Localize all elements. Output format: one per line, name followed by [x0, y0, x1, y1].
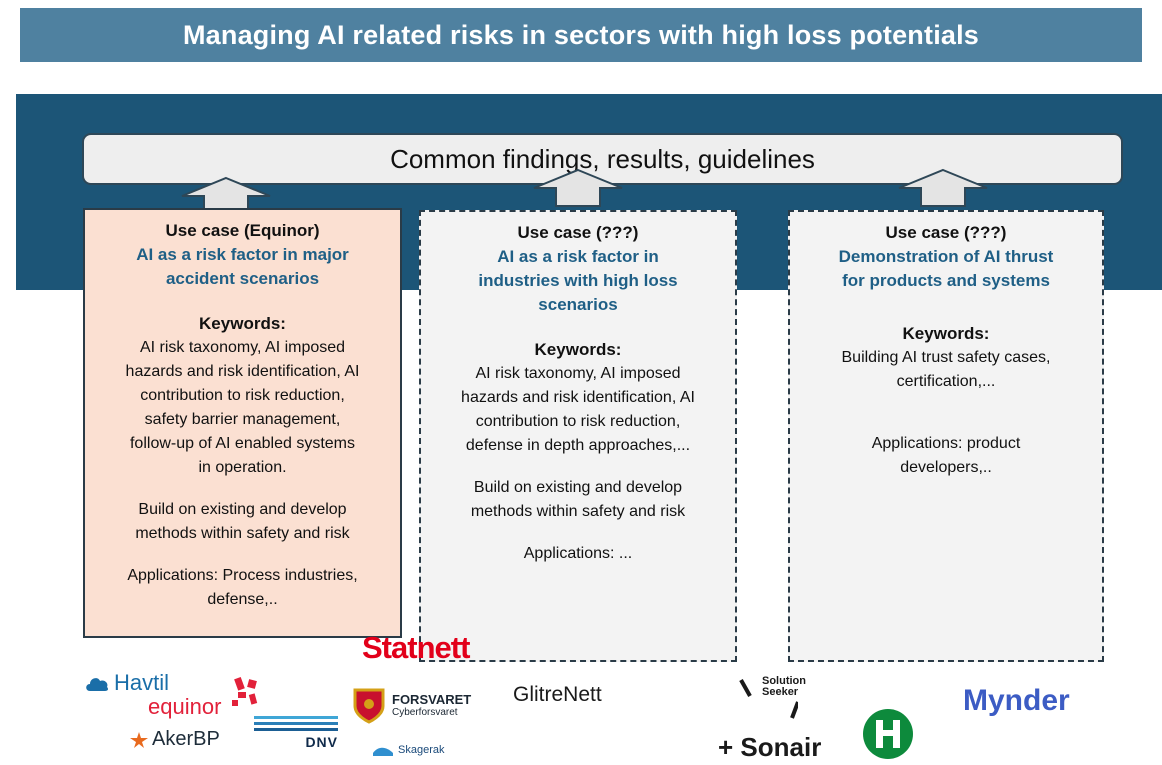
- keywords-line: AI risk taxonomy, AI imposed: [139, 339, 346, 356]
- build-line: methods within safety and risk: [135, 525, 350, 542]
- keywords-line: certification,...: [896, 373, 996, 390]
- keywords-text: AI risk taxonomy, AI imposed hazards and…: [421, 362, 735, 458]
- mynder-logo-text: Mynder: [963, 684, 1070, 717]
- subtitle-line: AI as a risk factor in: [497, 247, 659, 266]
- seeker-logo-text: Seeker: [762, 686, 799, 698]
- green-h-logo-icon: [862, 708, 914, 760]
- keywords-line: contribution to risk reduction,: [475, 413, 681, 430]
- keywords-line: follow-up of AI enabled systems: [129, 435, 355, 452]
- glitrenett-logo: GlitreNett: [513, 683, 602, 707]
- solution-logo-text: Solution: [762, 675, 806, 687]
- subtitle-line: industries with high loss: [478, 271, 678, 290]
- subtitle-line: Demonstration of AI thrust: [838, 247, 1054, 266]
- skagerak-logo-text: Skagerak: [398, 744, 445, 756]
- use-case-industries: Use case (???) AI as a risk factor in in…: [419, 210, 737, 662]
- havtil-logo-text: Havtil: [114, 670, 170, 695]
- subtitle-line: for products and systems: [842, 271, 1050, 290]
- dnv-logo: DNV: [254, 716, 338, 750]
- build-text: Build on existing and develop methods wi…: [85, 498, 400, 546]
- keywords-line: hazards and risk identification, AI: [125, 363, 360, 380]
- akerbp-logo: AkerBP: [130, 728, 220, 751]
- cloud-icon: [86, 678, 109, 691]
- sonair-logo: + Sonair: [718, 732, 821, 763]
- applications-text: Applications: product developers,..: [790, 432, 1102, 480]
- wave-icon: [373, 747, 393, 756]
- keywords-title: Keywords:: [902, 324, 990, 343]
- dnv-lines-icon: [254, 716, 338, 731]
- crest-icon: [353, 688, 385, 724]
- keywords-line: Building AI trust safety cases,: [841, 349, 1051, 366]
- use-case-demonstration: Use case (???) Demonstration of AI thrus…: [788, 210, 1104, 662]
- title-banner: Managing AI related risks in sectors wit…: [20, 8, 1142, 62]
- keywords-line: defense in depth approaches,...: [465, 437, 691, 454]
- keywords-line: AI risk taxonomy, AI imposed: [475, 365, 681, 382]
- up-arrow-icon: [533, 168, 623, 207]
- applications-text: Applications: Process industries, defens…: [85, 564, 400, 612]
- build-line: Build on existing and develop: [138, 501, 347, 518]
- dnv-logo-text: DNV: [305, 734, 338, 750]
- keywords-line: in operation.: [198, 459, 287, 476]
- slash-icon: [739, 679, 798, 719]
- use-case-subtitle: Demonstration of AI thrust for products …: [790, 245, 1102, 293]
- keywords-line: contribution to risk reduction,: [140, 387, 345, 404]
- cyberforsvaret-logo-text: Cyberforsvaret: [392, 707, 458, 718]
- keywords-title: Keywords:: [534, 340, 622, 359]
- statnett-logo: Statnett: [362, 630, 470, 666]
- equinor-logo: equinor: [148, 676, 258, 720]
- build-text: Build on existing and develop methods wi…: [421, 476, 735, 524]
- glitrenett-logo-text: GlitreNett: [513, 683, 602, 706]
- subtitle-line: scenarios: [538, 295, 618, 314]
- use-case-heading: Use case (???): [517, 223, 639, 242]
- applications-text: Applications: ...: [421, 542, 735, 566]
- subtitle-line: accident scenarios: [165, 269, 320, 288]
- applications-line: Applications: ...: [523, 545, 633, 562]
- use-case-subtitle: AI as a risk factor in industries with h…: [421, 245, 735, 317]
- applications-line: Applications: product: [871, 435, 1021, 452]
- common-findings-label: Common findings, results, guidelines: [390, 143, 815, 174]
- akerbp-logo-text: AkerBP: [152, 728, 220, 750]
- skagerak-logo: Skagerak: [372, 744, 444, 756]
- akerbp-star-icon: [130, 731, 148, 748]
- page-title: Managing AI related risks in sectors wit…: [182, 19, 980, 50]
- build-line: Build on existing and develop: [473, 479, 683, 496]
- use-case-subtitle: AI as a risk factor in major accident sc…: [85, 243, 400, 291]
- keywords-line: safety barrier management,: [144, 411, 341, 428]
- applications-line: developers,..: [900, 459, 992, 476]
- applications-line: defense,..: [207, 591, 278, 608]
- build-line: methods within safety and risk: [470, 503, 686, 520]
- use-case-heading: Use case (???): [885, 223, 1007, 242]
- keywords-title: Keywords:: [199, 314, 286, 333]
- subtitle-line: AI as a risk factor in major: [136, 245, 349, 264]
- equinor-star-icon: [232, 676, 258, 706]
- green-h-icon: [863, 709, 913, 759]
- solution-seeker-logo: Solution Seeker: [738, 675, 806, 719]
- statnett-logo-text: Statnett: [362, 630, 470, 665]
- up-arrow-icon: [898, 168, 988, 207]
- use-case-equinor: Use case (Equinor) AI as a risk factor i…: [83, 208, 402, 638]
- keywords-text: Building AI trust safety cases, certific…: [790, 346, 1102, 394]
- applications-line: Applications: Process industries,: [127, 567, 358, 584]
- keywords-text: AI risk taxonomy, AI imposed hazards and…: [85, 336, 400, 480]
- havtil-logo: Havtil: [84, 670, 169, 696]
- forsvaret-logo-text: FORSVARET: [392, 692, 472, 707]
- use-case-heading: Use case (Equinor): [165, 221, 320, 240]
- keywords-line: hazards and risk identification, AI: [461, 389, 695, 406]
- forsvaret-logo: FORSVARET Cyberforsvaret: [352, 686, 471, 724]
- equinor-logo-text: equinor: [148, 694, 222, 719]
- sonair-logo-text: + Sonair: [718, 732, 822, 762]
- mynder-logo: Mynder: [963, 684, 1070, 718]
